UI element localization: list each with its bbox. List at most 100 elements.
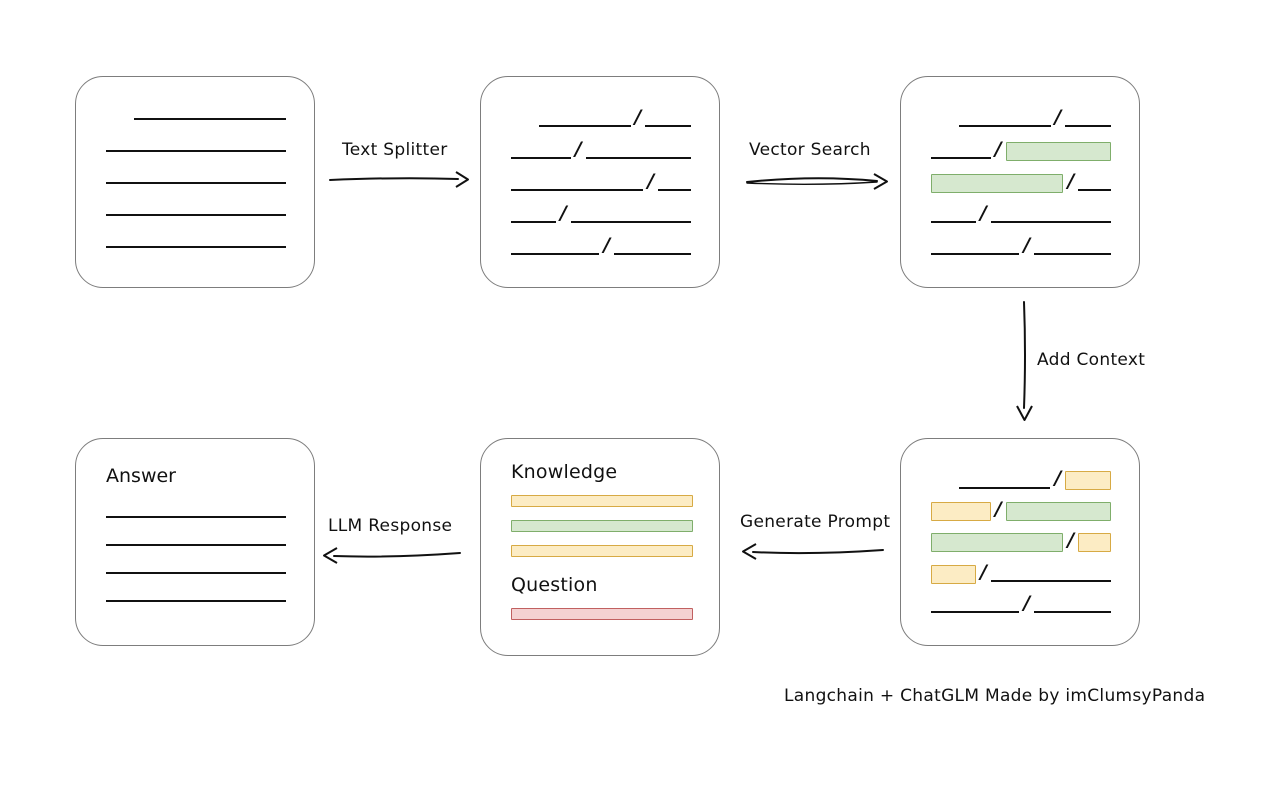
split-row: / — [931, 169, 1111, 194]
answer-lines — [106, 493, 286, 621]
arrow-left-icon — [742, 543, 884, 560]
node-context-document[interactable]: / / / / — [900, 438, 1140, 646]
split-row: / — [931, 467, 1111, 492]
split-row: / — [931, 560, 1111, 585]
split-row: / — [931, 529, 1111, 554]
text-segment — [511, 157, 571, 159]
split-separator: / — [1023, 591, 1031, 614]
answer-label: Answer — [106, 465, 176, 487]
matched-document-body: / / / / — [901, 77, 1139, 287]
split-document-rows: / / / / — [511, 103, 691, 263]
split-separator: / — [647, 169, 655, 192]
split-row: / — [931, 137, 1111, 162]
edge-vector-search: Vector Search — [745, 140, 890, 190]
question-bar — [511, 608, 693, 620]
text-segment — [931, 253, 1020, 255]
text-segment — [1078, 189, 1111, 191]
matched-document-rows: / / / / — [931, 103, 1111, 263]
text-line — [106, 214, 286, 216]
split-separator: / — [574, 137, 582, 160]
text-segment — [511, 189, 644, 191]
text-segment — [991, 580, 1111, 583]
split-separator: / — [994, 498, 1002, 521]
split-row: / — [511, 203, 691, 226]
edge-generate-prompt-label: Generate Prompt — [740, 512, 891, 532]
node-prompt[interactable]: Knowledge Question — [480, 438, 720, 656]
node-matched-document[interactable]: / / / / — [900, 76, 1140, 288]
diagram-caption: Langchain + ChatGLM Made by imClumsyPand… — [784, 686, 1206, 706]
text-segment — [585, 157, 691, 159]
split-document-body: / / / / — [481, 77, 719, 287]
text-line — [106, 182, 286, 184]
split-row: / — [931, 233, 1111, 258]
split-row: / — [511, 137, 691, 162]
text-segment — [931, 157, 991, 159]
knowledge-label: Knowledge — [511, 461, 618, 483]
text-segment — [1034, 611, 1111, 614]
question-label: Question — [511, 574, 598, 597]
split-separator: / — [1067, 529, 1075, 552]
split-separator: / — [1054, 105, 1062, 128]
split-separator: / — [1067, 169, 1075, 192]
edge-llm-response: LLM Response — [320, 516, 465, 566]
split-row: / — [931, 105, 1111, 130]
split-row: / — [931, 201, 1111, 226]
split-row: / — [511, 233, 691, 258]
text-line — [106, 600, 286, 602]
text-segment — [511, 221, 557, 223]
text-line — [106, 516, 286, 518]
split-row: / — [931, 498, 1111, 523]
context-chunk — [1078, 533, 1111, 553]
text-line — [106, 246, 286, 248]
text-line — [134, 118, 286, 120]
edge-text-splitter-label: Text Splitter — [342, 140, 448, 160]
text-segment — [511, 253, 600, 255]
split-separator: / — [634, 105, 642, 128]
knowledge-bar — [511, 519, 693, 532]
knowledge-bar — [511, 495, 693, 507]
edge-add-context-label: Add Context — [1037, 350, 1146, 370]
split-separator: / — [1054, 467, 1062, 490]
matched-chunk — [1005, 141, 1111, 161]
arrow-right-icon — [329, 171, 469, 188]
context-chunk — [1065, 471, 1111, 491]
node-source-document[interactable] — [75, 76, 315, 288]
split-separator: / — [980, 560, 988, 583]
split-separator: / — [1023, 233, 1031, 256]
source-document-lines — [106, 103, 286, 263]
text-segment — [1034, 253, 1111, 255]
node-split-document[interactable]: / / / / — [480, 76, 720, 288]
arrow-down-icon — [1016, 301, 1033, 421]
text-segment — [614, 253, 691, 255]
edge-text-splitter: Text Splitter — [329, 140, 470, 190]
text-line — [106, 572, 286, 574]
text-segment — [570, 221, 691, 223]
split-separator: / — [603, 233, 611, 256]
text-line — [106, 544, 286, 546]
answer-body: Answer — [76, 439, 314, 645]
context-chunk — [931, 502, 991, 522]
matched-chunk — [1005, 502, 1111, 522]
split-row: / — [511, 169, 691, 194]
text-segment — [931, 221, 977, 223]
text-segment — [959, 125, 1051, 127]
text-line — [106, 150, 286, 152]
text-segment — [931, 611, 1020, 614]
context-document-rows: / / / / — [931, 465, 1111, 621]
text-segment — [959, 486, 1051, 489]
knowledge-bar — [511, 544, 693, 557]
text-segment — [658, 189, 691, 191]
split-separator: / — [994, 137, 1002, 160]
split-separator: / — [980, 201, 987, 224]
source-document-body — [76, 77, 314, 287]
edge-generate-prompt: Generate Prompt — [737, 512, 891, 562]
context-document-body: / / / / — [901, 439, 1139, 645]
arrow-left-icon — [323, 547, 461, 564]
prompt-body: Knowledge Question — [481, 439, 719, 655]
edge-llm-response-label: LLM Response — [328, 516, 453, 536]
text-segment — [645, 125, 691, 127]
split-row: / — [511, 105, 691, 130]
edge-add-context: Add Context — [1005, 300, 1155, 425]
node-answer[interactable]: Answer — [75, 438, 315, 646]
edge-vector-search-label: Vector Search — [749, 140, 871, 160]
